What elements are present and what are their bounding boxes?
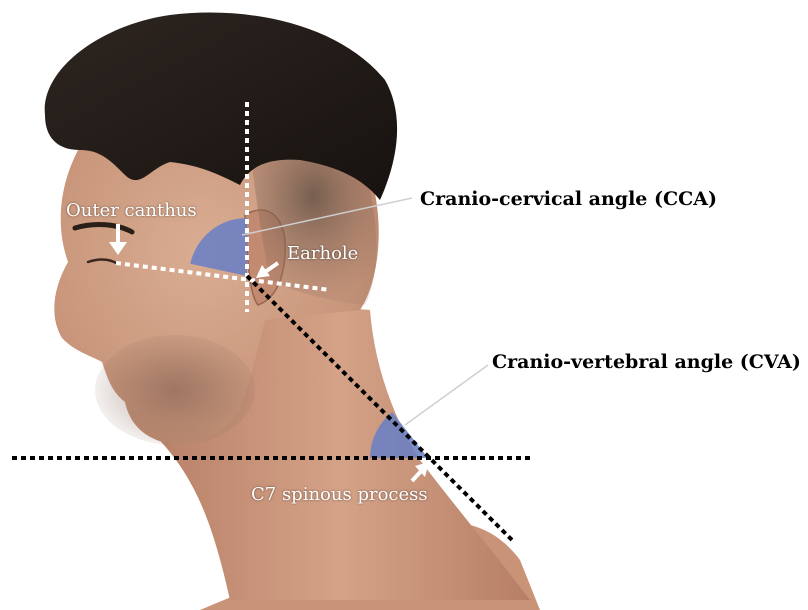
c7-label: C7 spinous process [251, 484, 428, 505]
cva-leader-line [405, 365, 488, 425]
outer-canthus-label: Outer canthus [66, 200, 197, 221]
beard-shadow [95, 335, 255, 445]
cca-label: Cranio-cervical angle (CCA) [420, 188, 717, 210]
cva-label: Cranio-vertebral angle (CVA) [492, 351, 801, 373]
earhole-label: Earhole [287, 243, 358, 264]
